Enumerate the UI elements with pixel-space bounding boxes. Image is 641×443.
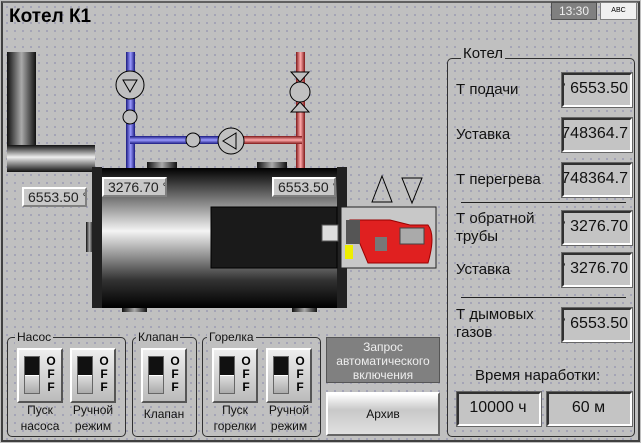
- label-line-1: Пуск: [27, 403, 53, 417]
- pump-group-legend: Насос: [15, 330, 54, 344]
- burner-group: [202, 337, 321, 437]
- valve-label: Клапан: [135, 406, 193, 422]
- label-line-2: режим: [270, 419, 308, 433]
- switch-slot: [219, 356, 235, 394]
- switch-state: OFF: [295, 354, 305, 394]
- runtime-hours: 10000 ч: [456, 391, 542, 427]
- pump-icon: [115, 70, 145, 100]
- auto-request-indicator: Запрос автоматического включения: [326, 337, 440, 383]
- furnace: [210, 206, 338, 269]
- burner-start-label: Пуск горелки: [206, 402, 264, 434]
- valve-group-legend: Клапан: [136, 330, 181, 344]
- supply-temp-label: Т подачи: [456, 81, 519, 98]
- pump-manual-switch[interactable]: OFF: [70, 348, 116, 403]
- flue-gas-temp-value: 6553.50 °: [561, 307, 633, 343]
- boiler-group-legend: Котел: [461, 45, 506, 62]
- runtime-label: Время наработки:: [475, 367, 601, 384]
- increase-arrow-icon[interactable]: [371, 174, 393, 203]
- return-temp-label: Т обратной трубы: [456, 210, 535, 245]
- supply-temp-value: 6553.50 °: [561, 72, 633, 108]
- return-setpoint-label: Уставка: [456, 261, 511, 278]
- overheat-temp-label: Т перегрева: [456, 171, 541, 188]
- switch-knob[interactable]: [149, 375, 163, 393]
- switch-slot: [273, 356, 289, 394]
- setpoint-label: Уставка: [456, 126, 511, 143]
- label-line-1: Клапан: [143, 407, 185, 421]
- switch-knob[interactable]: [274, 375, 288, 393]
- label-line-2: горелки: [213, 419, 257, 433]
- burner-group-legend: Горелка: [207, 330, 256, 344]
- switch-knob[interactable]: [220, 375, 234, 393]
- burner-manual-label: Ручной режим: [260, 402, 318, 434]
- boiler-scheme: [7, 52, 437, 312]
- switch-state: OFF: [99, 354, 109, 394]
- burner-start-switch[interactable]: OFF: [212, 348, 258, 403]
- pump-group: [7, 337, 126, 437]
- flue-gas-temp-label: Т дымовых газов: [456, 306, 534, 341]
- label-line-2: режим: [74, 419, 112, 433]
- burner-manual-switch[interactable]: OFF: [266, 348, 312, 403]
- boiler-group: [447, 58, 635, 437]
- circulation-pump-icon: [217, 127, 245, 155]
- sensor-icon: [122, 109, 138, 125]
- supply-temp-display: 6553.50 °: [272, 177, 336, 197]
- runtime-minutes: 60 м: [546, 391, 633, 427]
- switch-knob[interactable]: [25, 375, 39, 393]
- burner-image: [321, 206, 437, 269]
- setpoint-input[interactable]: 748364.7: [561, 117, 633, 153]
- chimney: [7, 52, 95, 172]
- label-line-2: насоса: [20, 419, 60, 433]
- cold-pipe: [126, 52, 220, 173]
- switch-state: OFF: [46, 354, 56, 394]
- switch-slot: [148, 356, 164, 394]
- switch-state: OFF: [170, 354, 180, 394]
- valve-switch[interactable]: OFF: [141, 348, 187, 403]
- label-line-1: Ручной: [72, 403, 114, 417]
- switch-slot: [77, 356, 93, 394]
- divider: [461, 202, 626, 203]
- return-temp-value: 3276.70 °: [561, 210, 633, 246]
- keyboard-button[interactable]: ABC: [600, 2, 637, 20]
- switch-state: OFF: [241, 354, 251, 394]
- switch-slot: [24, 356, 40, 394]
- page-title: Котел К1: [9, 6, 92, 27]
- sensor-icon: [185, 132, 201, 148]
- valve-icon: [289, 71, 311, 113]
- label-line-1: Пуск: [222, 403, 248, 417]
- clock: 13:30: [551, 2, 597, 20]
- pump-start-label: Пуск насоса: [11, 402, 69, 434]
- flue-temp-display: 6553.50 °: [22, 187, 87, 207]
- switch-knob[interactable]: [78, 375, 92, 393]
- label-line-1: Ручной: [268, 403, 310, 417]
- return-temp-display: 3276.70 °: [102, 177, 167, 197]
- return-setpoint-input[interactable]: 3276.70 °: [561, 252, 633, 288]
- overheat-temp-input[interactable]: 748364.7: [561, 162, 633, 198]
- pump-start-switch[interactable]: OFF: [17, 348, 63, 403]
- divider: [461, 297, 626, 298]
- decrease-arrow-icon[interactable]: [401, 177, 423, 205]
- archive-button[interactable]: Архив: [326, 392, 440, 436]
- pump-manual-label: Ручной режим: [64, 402, 122, 434]
